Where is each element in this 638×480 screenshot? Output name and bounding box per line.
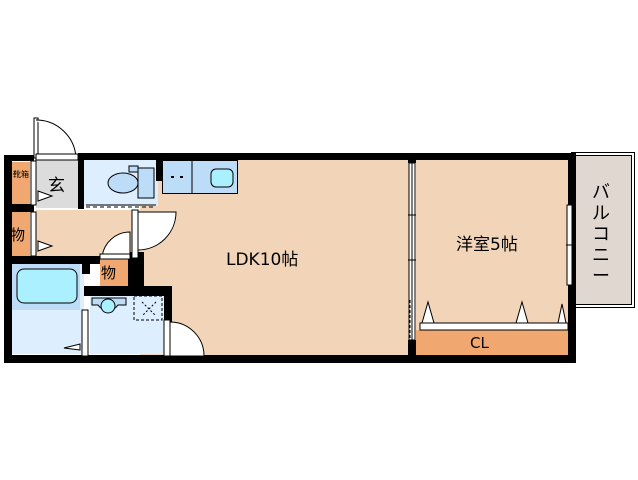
entrance-floor: [36, 160, 80, 208]
shoe-box-label: 靴箱: [13, 170, 29, 179]
storage-center: [100, 258, 128, 286]
wall-washroom-top: [84, 286, 172, 296]
balcony-label: バルコニー: [592, 182, 610, 287]
ldk-label: LDK10帖: [226, 250, 299, 270]
wall-toilet-right: [156, 153, 162, 181]
balcony: [571, 152, 635, 308]
storage-center-label: 物: [101, 264, 117, 282]
wall-bath-top: [4, 256, 100, 264]
western-room-label: 洋室5帖: [456, 235, 518, 255]
shoe-box: [12, 162, 30, 204]
wall-ldk-western-b: [408, 340, 416, 360]
storage-left: [12, 212, 30, 258]
wall-top-left: [4, 155, 34, 161]
wall-toilet-left: [78, 153, 84, 209]
wall-top-main: [78, 153, 576, 160]
closet-floor: [416, 330, 570, 356]
wall-bottom: [4, 355, 576, 363]
western-room-floor: [416, 160, 570, 330]
wall-washroom-right: [164, 286, 172, 324]
closet-label: CL: [470, 334, 489, 352]
wall-hall-right: [138, 252, 144, 288]
wall-bath-wash: [82, 262, 90, 274]
wall-storage-right: [128, 252, 138, 288]
wall-ldk-western: [408, 153, 416, 163]
storage-left-label: 物: [10, 226, 26, 244]
entrance-label: 玄: [48, 176, 65, 196]
wall-shoebox-sep: [4, 204, 34, 212]
